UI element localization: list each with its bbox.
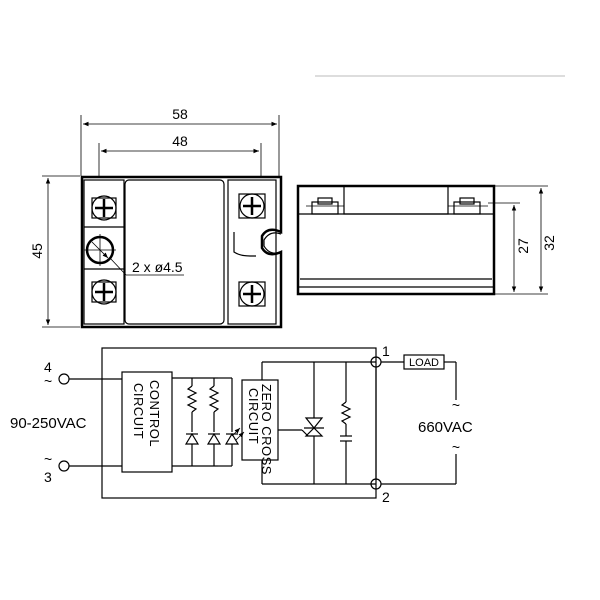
dim-32-label: 32 — [541, 235, 557, 251]
zero-cross-label-2: CIRCUIT — [246, 388, 261, 444]
mount-hole-icon — [84, 234, 116, 266]
side-view: 27 32 — [296, 184, 557, 296]
output-ac-bottom: ~ — [452, 439, 460, 455]
terminal-4 — [58, 373, 70, 385]
dim-45-label: 45 — [29, 243, 45, 259]
zero-cross-label-1: ZERO CROSS — [259, 384, 274, 475]
terminal-3-label: 3 — [44, 469, 52, 485]
mount-hole-label: 2 x ø4.5 — [132, 259, 183, 275]
output-ac-top: ~ — [452, 397, 460, 413]
diode-icon — [206, 432, 222, 445]
dim-58-label: 58 — [172, 106, 188, 122]
left-mount-frame — [83, 179, 125, 325]
screw-icon — [238, 193, 266, 219]
terminal-2-label: 2 — [382, 489, 390, 505]
screw-icon — [91, 195, 117, 221]
terminal-4-label: 4 — [44, 359, 52, 375]
side-terminal — [448, 197, 488, 215]
screw-icon — [91, 279, 117, 305]
terminal-3-ac: ~ — [44, 451, 52, 467]
resistor-icon — [340, 401, 352, 425]
screw-icon — [238, 281, 266, 307]
right-terminal-frame — [227, 179, 277, 325]
input-voltage-label: 90-250VAC — [10, 415, 87, 432]
load-label: LOAD — [409, 357, 439, 369]
resistor-icon — [208, 385, 220, 413]
top-view: 58 48 45 — [29, 106, 283, 329]
dim-48-label: 48 — [172, 133, 188, 149]
triac-icon — [301, 417, 324, 437]
terminal-1-label: 1 — [382, 343, 390, 359]
zero-cross-block — [241, 379, 279, 461]
resistor-icon — [186, 385, 198, 413]
side-terminal — [306, 197, 344, 215]
led-icon — [224, 427, 245, 445]
terminal-3 — [58, 460, 70, 472]
control-label-2: CIRCUIT — [131, 383, 146, 439]
control-label-1: CONTROL — [147, 380, 162, 447]
control-circuit-block — [121, 371, 173, 473]
center-window — [124, 179, 225, 325]
terminal-4-ac: ~ — [44, 373, 52, 389]
circuit-schematic: 4 ~ ~ 3 90-250VAC CONTROL CIRCUIT — [10, 343, 473, 505]
diode-icon — [184, 432, 200, 445]
output-voltage-label: 660VAC — [418, 419, 473, 436]
dim-27-label: 27 — [515, 238, 531, 254]
